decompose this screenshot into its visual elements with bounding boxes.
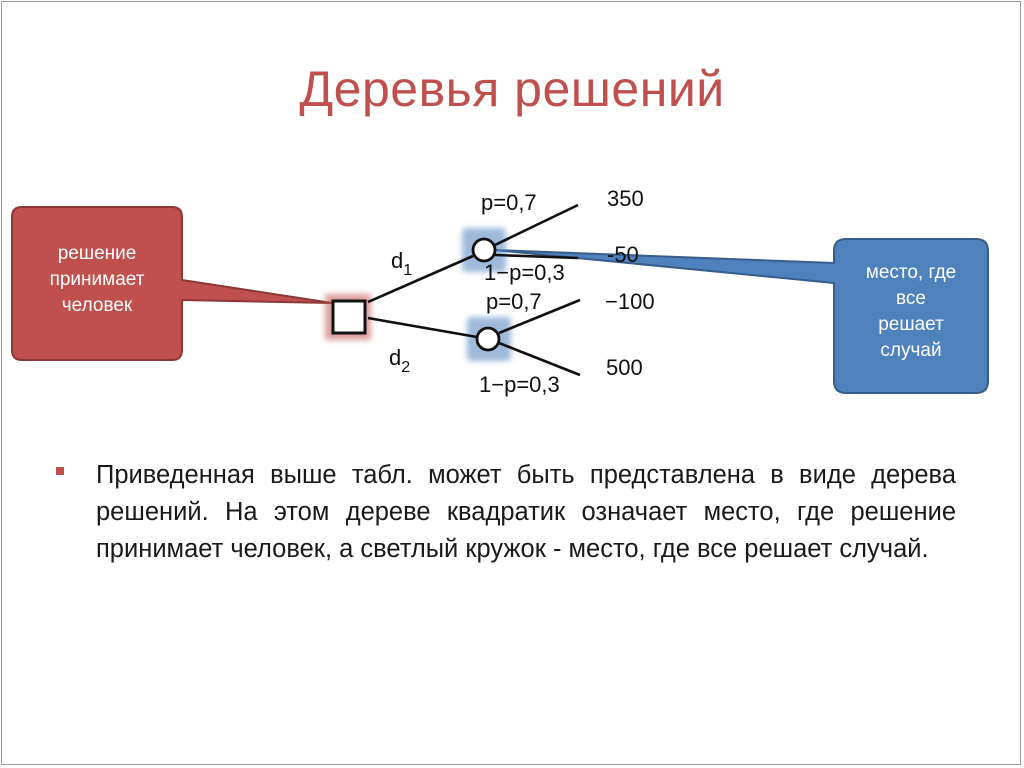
payoff-label-1: 350 [607,186,644,211]
bullet-marker [56,467,64,475]
slide-title: Деревья решений [299,61,725,117]
prob-label-3: p=0,7 [486,289,542,314]
edge-d1 [367,254,474,304]
branch-label-d1: d1 [391,248,412,279]
bullet-text: Приведенная выше табл. может быть предст… [96,461,956,563]
chance-callout-line: все [896,288,926,309]
chance-node-1 [471,237,497,263]
decision-callout-text: решение принимает человек [12,241,182,319]
edge-outcome-3 [498,298,581,335]
payoff-label-2: -50 [607,242,639,267]
prob-label-4: 1−p=0,3 [479,372,560,397]
decision-callout-line: человек [61,295,133,316]
edge-outcome-1 [494,203,579,247]
decision-node [331,299,367,335]
payoff-label-3: −100 [605,289,655,314]
payoff-label-4: 500 [606,355,643,380]
edge-outcome-4 [498,341,581,377]
prob-label-2: 1−p=0,3 [484,260,565,285]
chance-node-2 [475,326,501,352]
decision-tree-diagram: d1 d2 p=0,7 1−p=0,3 p=0,7 1−p=0,3 350 -5… [11,186,989,397]
chance-callout-text: место, где все решает случай [834,260,988,364]
chance-callout [493,238,989,394]
tree-edges [367,203,581,377]
decision-callout [11,206,333,361]
chance-callout-line: место, где [865,262,957,283]
decision-callout-line: принимает [49,269,145,290]
prob-label-1: p=0,7 [481,190,537,215]
edge-d2 [367,316,478,339]
edge-outcome-2 [494,253,579,260]
bullet-item: Приведенная выше табл. может быть предст… [56,457,956,568]
decision-callout-line: решение [57,243,137,264]
chance-callout-line: случай [880,340,942,361]
chance-callout-line: решает [878,314,944,335]
branch-label-d2: d2 [389,345,410,376]
